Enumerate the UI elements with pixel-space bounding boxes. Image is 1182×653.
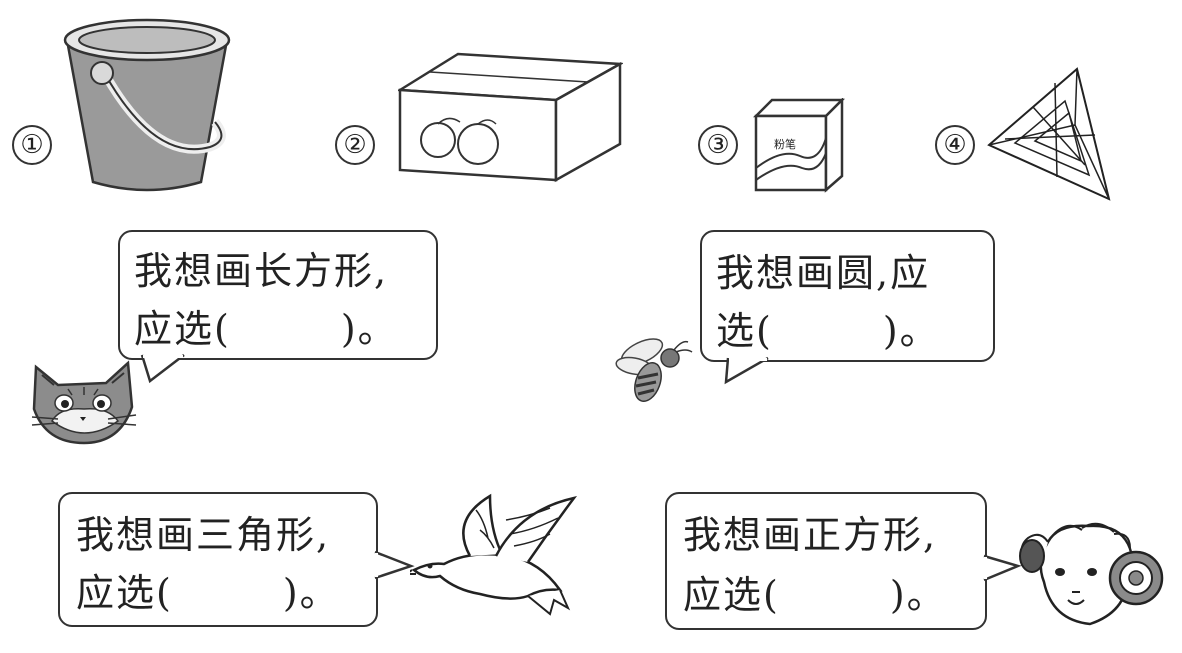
bee-bubble-tail	[724, 356, 769, 385]
cat-question-suffix: )。	[340, 307, 398, 351]
sheep-question-bubble: 我想画正方形, 应选( )。	[665, 492, 987, 630]
dove-question-prefix: 应选(	[76, 571, 173, 615]
bee-question-line1: 我想画圆,应	[716, 251, 931, 295]
dove-bubble-tail	[374, 550, 415, 580]
bee-image	[612, 330, 694, 412]
box-image	[398, 52, 623, 184]
dove-question-bubble: 我想画三角形, 应选( )。	[58, 492, 378, 627]
sheep-bubble-tail	[983, 554, 1022, 582]
dove-question-suffix: )。	[282, 571, 340, 615]
item-4-marker: ④	[935, 125, 975, 165]
cat-image	[28, 355, 140, 447]
bee-question-suffix: )。	[882, 309, 940, 353]
sheep-image	[1018, 520, 1168, 630]
item-3-marker: ③	[698, 125, 738, 165]
bee-question-prefix: 选(	[716, 309, 773, 353]
dove-image	[410, 490, 580, 620]
item-2-marker: ②	[335, 125, 375, 165]
dove-question-line2: 应选( )。	[76, 574, 376, 612]
sheep-question-prefix: 应选(	[683, 573, 780, 617]
cat-question-line2: 应选( )。	[134, 310, 436, 348]
cat-question-bubble: 我想画长方形, 应选( )。	[118, 230, 438, 360]
chalk-box-label: 粉笔	[774, 138, 796, 151]
cat-question-prefix: 应选(	[134, 307, 231, 351]
bucket-image	[55, 12, 235, 197]
bee-question-line2: 选( )。	[716, 312, 993, 350]
chalk-box-image: 粉笔	[752, 98, 848, 194]
sheep-question-line2: 应选( )。	[683, 576, 985, 614]
bee-question-bubble: 我想画圆,应 选( )。	[700, 230, 995, 362]
cat-bubble-tail	[140, 354, 185, 384]
sheep-question-suffix: )。	[889, 573, 947, 617]
sheep-question-line1: 我想画正方形,	[683, 513, 938, 557]
pyramid-image	[985, 65, 1115, 205]
dove-question-line1: 我想画三角形,	[76, 513, 331, 557]
cat-question-line1: 我想画长方形,	[134, 249, 389, 293]
item-1-marker: ①	[12, 125, 52, 165]
